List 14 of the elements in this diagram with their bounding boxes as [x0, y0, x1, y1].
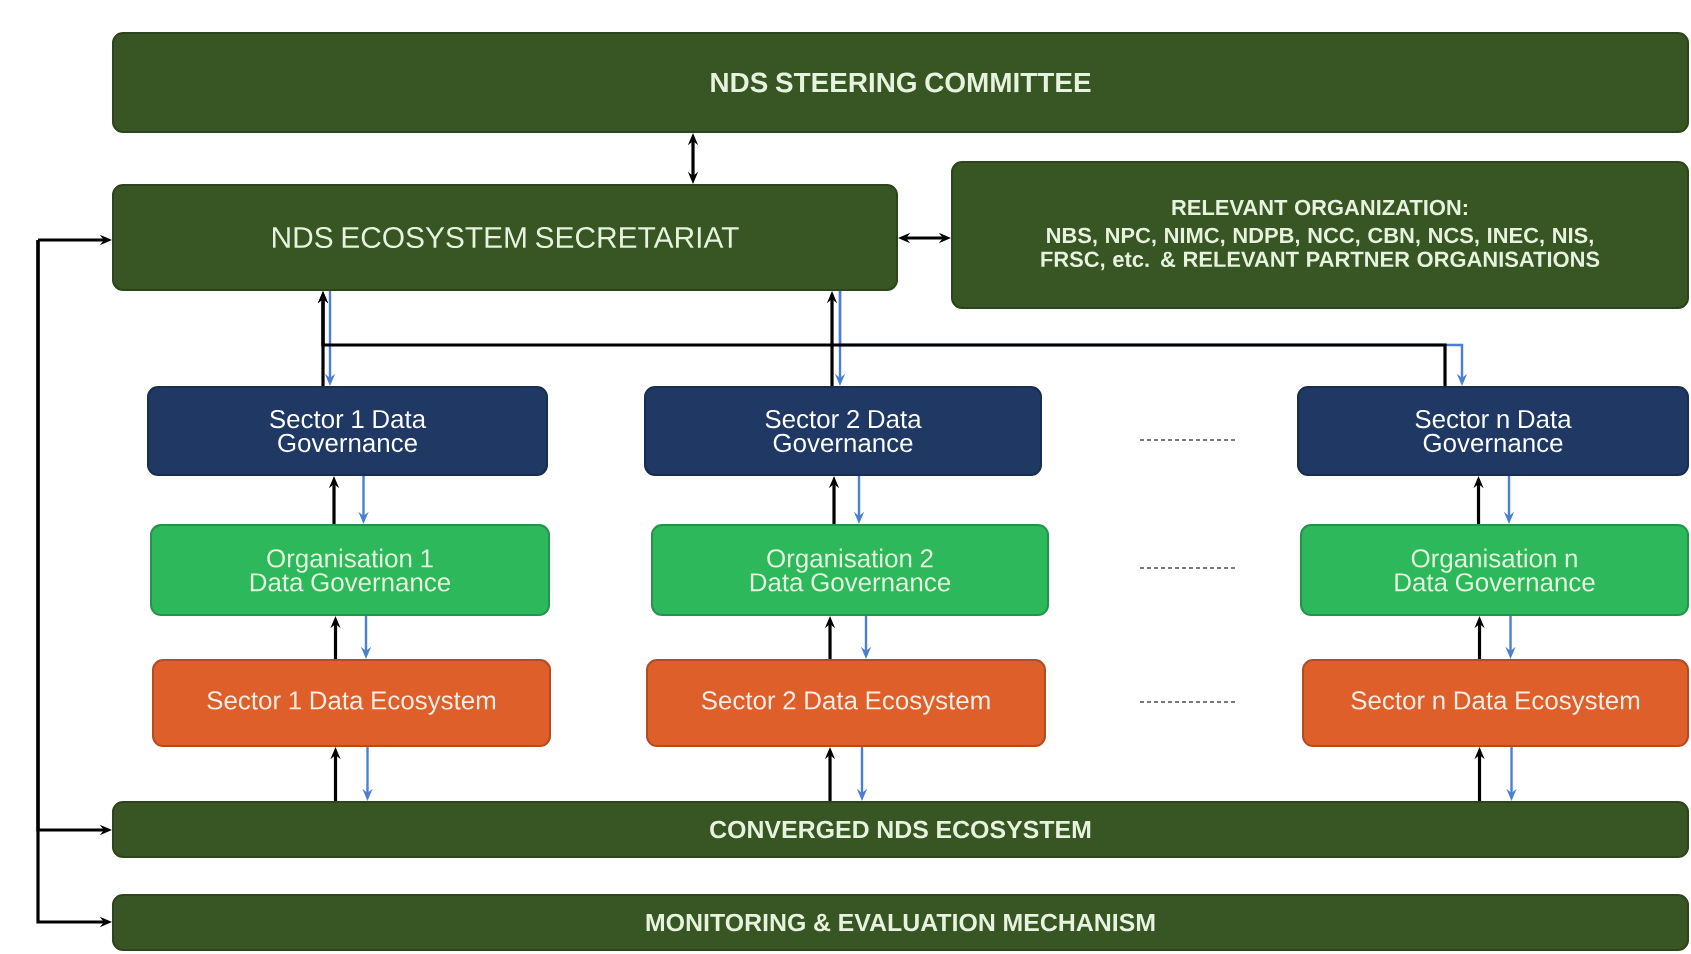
ecosystem-box: Sector 1 Data Ecosystem	[152, 659, 551, 747]
governance-box: Organisation n Data Governance	[1300, 524, 1689, 616]
governance-box: Organisation 2 Data Governance	[651, 524, 1049, 616]
governance-box: Sector 2 Data Governance	[644, 386, 1042, 476]
monitoring-band: MONITORING & EVALUATION MECHANISM	[112, 894, 1690, 951]
committee-box: NDS STEERING COMMITTEE	[112, 32, 1690, 133]
ecosystem-box: Sector 2 Data Ecosystem	[646, 659, 1046, 747]
governance-box: Organisation 1 Data Governance	[150, 524, 550, 616]
governance-box: Sector 1 Data Governance	[147, 386, 548, 476]
governance-box: Sector n Data Governance	[1297, 386, 1689, 476]
secretariat-box: NDS ECOSYSTEM SECRETARIAT	[112, 184, 898, 291]
ecosystem-box: Sector n Data Ecosystem	[1302, 659, 1689, 747]
ecosystem-band: CONVERGED NDS ECOSYSTEM	[112, 801, 1690, 858]
organization-box: RELEVANT ORGANIZATION: NBS, NPC, NIMC, NDPB, NCC, CBN, NCS, INEC, NIS, FRSC, etc. & RELEVANT PARTNER ORGANISATIONS	[951, 161, 1689, 309]
